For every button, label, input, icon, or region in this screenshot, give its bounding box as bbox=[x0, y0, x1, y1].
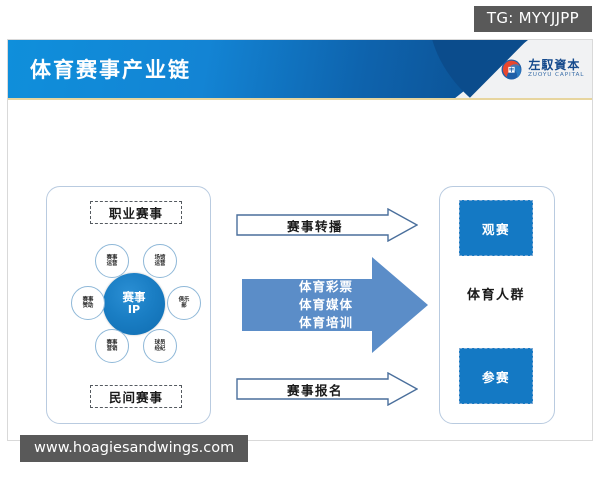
telegram-tag-watermark: TG: MYYJJPP bbox=[473, 6, 592, 32]
hub-core-line2: IP bbox=[127, 303, 141, 317]
slide-body: 职业赛事 赛事 IP 赛事 运营 场馆 运营 赛事 赞助 俱乐 部 bbox=[8, 100, 592, 440]
satellite-club: 俱乐 部 bbox=[167, 286, 201, 320]
arrow-line-lottery: 体育彩票 bbox=[298, 279, 353, 295]
logo-text: 左馭資本 ZUOYU CAPITAL bbox=[528, 58, 585, 79]
satellite-line2: 运营 bbox=[106, 261, 118, 267]
arrow-broadcast-label: 赛事转播 bbox=[286, 218, 343, 234]
zuoyu-swirl-logo-icon bbox=[501, 59, 522, 79]
satellite-line1: 俱乐 bbox=[178, 296, 190, 303]
company-logo: 左馭資本 ZUOYU CAPITAL bbox=[501, 40, 585, 98]
satellite-line2: 运营 bbox=[154, 261, 166, 267]
satellite-event-sponsorship: 赛事 赞助 bbox=[71, 286, 105, 320]
satellite-venue-operations: 场馆 运营 bbox=[143, 244, 177, 278]
arrow-monetization-labels: 体育彩票 体育媒体 体育培训 bbox=[264, 257, 388, 353]
arrow-right-filled-icon bbox=[242, 257, 428, 353]
slide-canvas: 体育赛事产业链 左馭資本 ZUOYU CAPITAL 职业赛事 bbox=[8, 40, 592, 440]
audience-box-participating: 参赛 bbox=[459, 348, 533, 404]
satellite-line1: 赛事 bbox=[82, 296, 94, 303]
satellite-player-agency: 球员 经纪 bbox=[143, 329, 177, 363]
arrow-right-outline-icon bbox=[236, 208, 418, 242]
satellite-line2: 经纪 bbox=[154, 346, 166, 352]
arrow-line-media: 体育媒体 bbox=[298, 297, 353, 313]
satellite-event-marketing: 赛事 营销 bbox=[95, 329, 129, 363]
header-gold-rule bbox=[8, 98, 592, 100]
satellite-line1: 球员 bbox=[154, 339, 166, 346]
hub-core-event-ip: 赛事 IP bbox=[103, 273, 165, 335]
page-title: 体育赛事产业链 bbox=[30, 58, 191, 82]
audience-center-label: 体育人群 bbox=[466, 287, 525, 303]
satellite-line1: 赛事 bbox=[106, 339, 118, 346]
slide-header: 体育赛事产业链 左馭資本 ZUOYU CAPITAL bbox=[8, 40, 592, 98]
arrow-monetization: 体育彩票 体育媒体 体育培训 bbox=[242, 257, 428, 353]
satellite-event-operations: 赛事 运营 bbox=[95, 244, 129, 278]
arrow-registration: 赛事报名 bbox=[236, 372, 418, 406]
satellite-line2: 营销 bbox=[106, 346, 118, 352]
logo-name-cn: 左馭資本 bbox=[528, 58, 581, 73]
satellite-line2: 赞助 bbox=[82, 303, 94, 309]
satellite-line1: 场馆 bbox=[154, 254, 166, 261]
event-ip-hub-diagram: 赛事 IP 赛事 运营 场馆 运营 赛事 赞助 俱乐 部 赛事 营销 bbox=[68, 230, 201, 380]
hub-core-line1: 赛事 bbox=[122, 290, 146, 305]
arrow-broadcast: 赛事转播 bbox=[236, 208, 418, 242]
satellite-line1: 赛事 bbox=[106, 254, 118, 261]
arrow-registration-label: 赛事报名 bbox=[286, 382, 343, 398]
audience-box-spectating: 观赛 bbox=[459, 200, 533, 256]
logo-name-en: ZUOYU CAPITAL bbox=[528, 72, 585, 79]
label-amateur-events: 民间赛事 bbox=[90, 385, 182, 408]
label-professional-events: 职业赛事 bbox=[90, 201, 182, 224]
arrow-line-training: 体育培训 bbox=[298, 314, 353, 330]
site-watermark: www.hoagiesandwings.com bbox=[20, 434, 249, 462]
satellite-line2: 部 bbox=[181, 303, 187, 309]
arrow-right-outline-icon bbox=[236, 372, 418, 406]
